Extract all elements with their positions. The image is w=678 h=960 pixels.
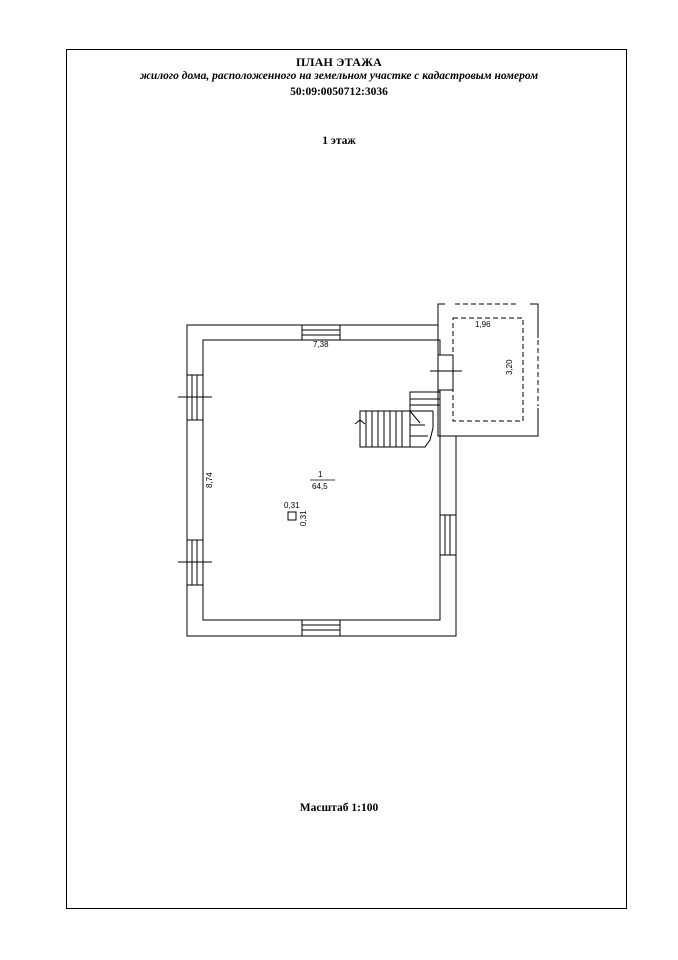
- window-left-upper: [178, 374, 212, 421]
- main-depth-label: 8,74: [205, 472, 214, 488]
- house-outer-wall: [186, 324, 457, 637]
- door-to-porch: [430, 354, 462, 391]
- window-bottom: [301, 619, 341, 637]
- window-left-lower: [178, 539, 212, 586]
- column-width-label: 0,31: [284, 501, 300, 510]
- porch-depth-label: 3,20: [505, 359, 514, 375]
- cadastral-number: 50:09:0050712:3036: [290, 86, 388, 98]
- interior-column: [287, 511, 297, 521]
- main-width-label: 7,38: [313, 340, 329, 349]
- column-height-label: 0,31: [299, 510, 308, 526]
- porch-outer-wall: [437, 303, 539, 437]
- staircase: [354, 391, 440, 448]
- plan-title: ПЛАН ЭТАЖА: [295, 55, 383, 69]
- room-area: 64,5: [312, 482, 328, 491]
- porch-inner-contour: [452, 317, 524, 422]
- drawing-frame: [66, 49, 627, 909]
- scale-label: Масштаб 1:100: [299, 802, 379, 814]
- plan-subtitle: жилого дома, расположенного на земельном…: [139, 70, 539, 82]
- floor-label: 1 этаж: [322, 135, 356, 147]
- window-right: [439, 514, 457, 556]
- porch-width-label: 1,96: [475, 320, 491, 329]
- window-top: [301, 324, 341, 341]
- room-number: 1: [318, 470, 323, 479]
